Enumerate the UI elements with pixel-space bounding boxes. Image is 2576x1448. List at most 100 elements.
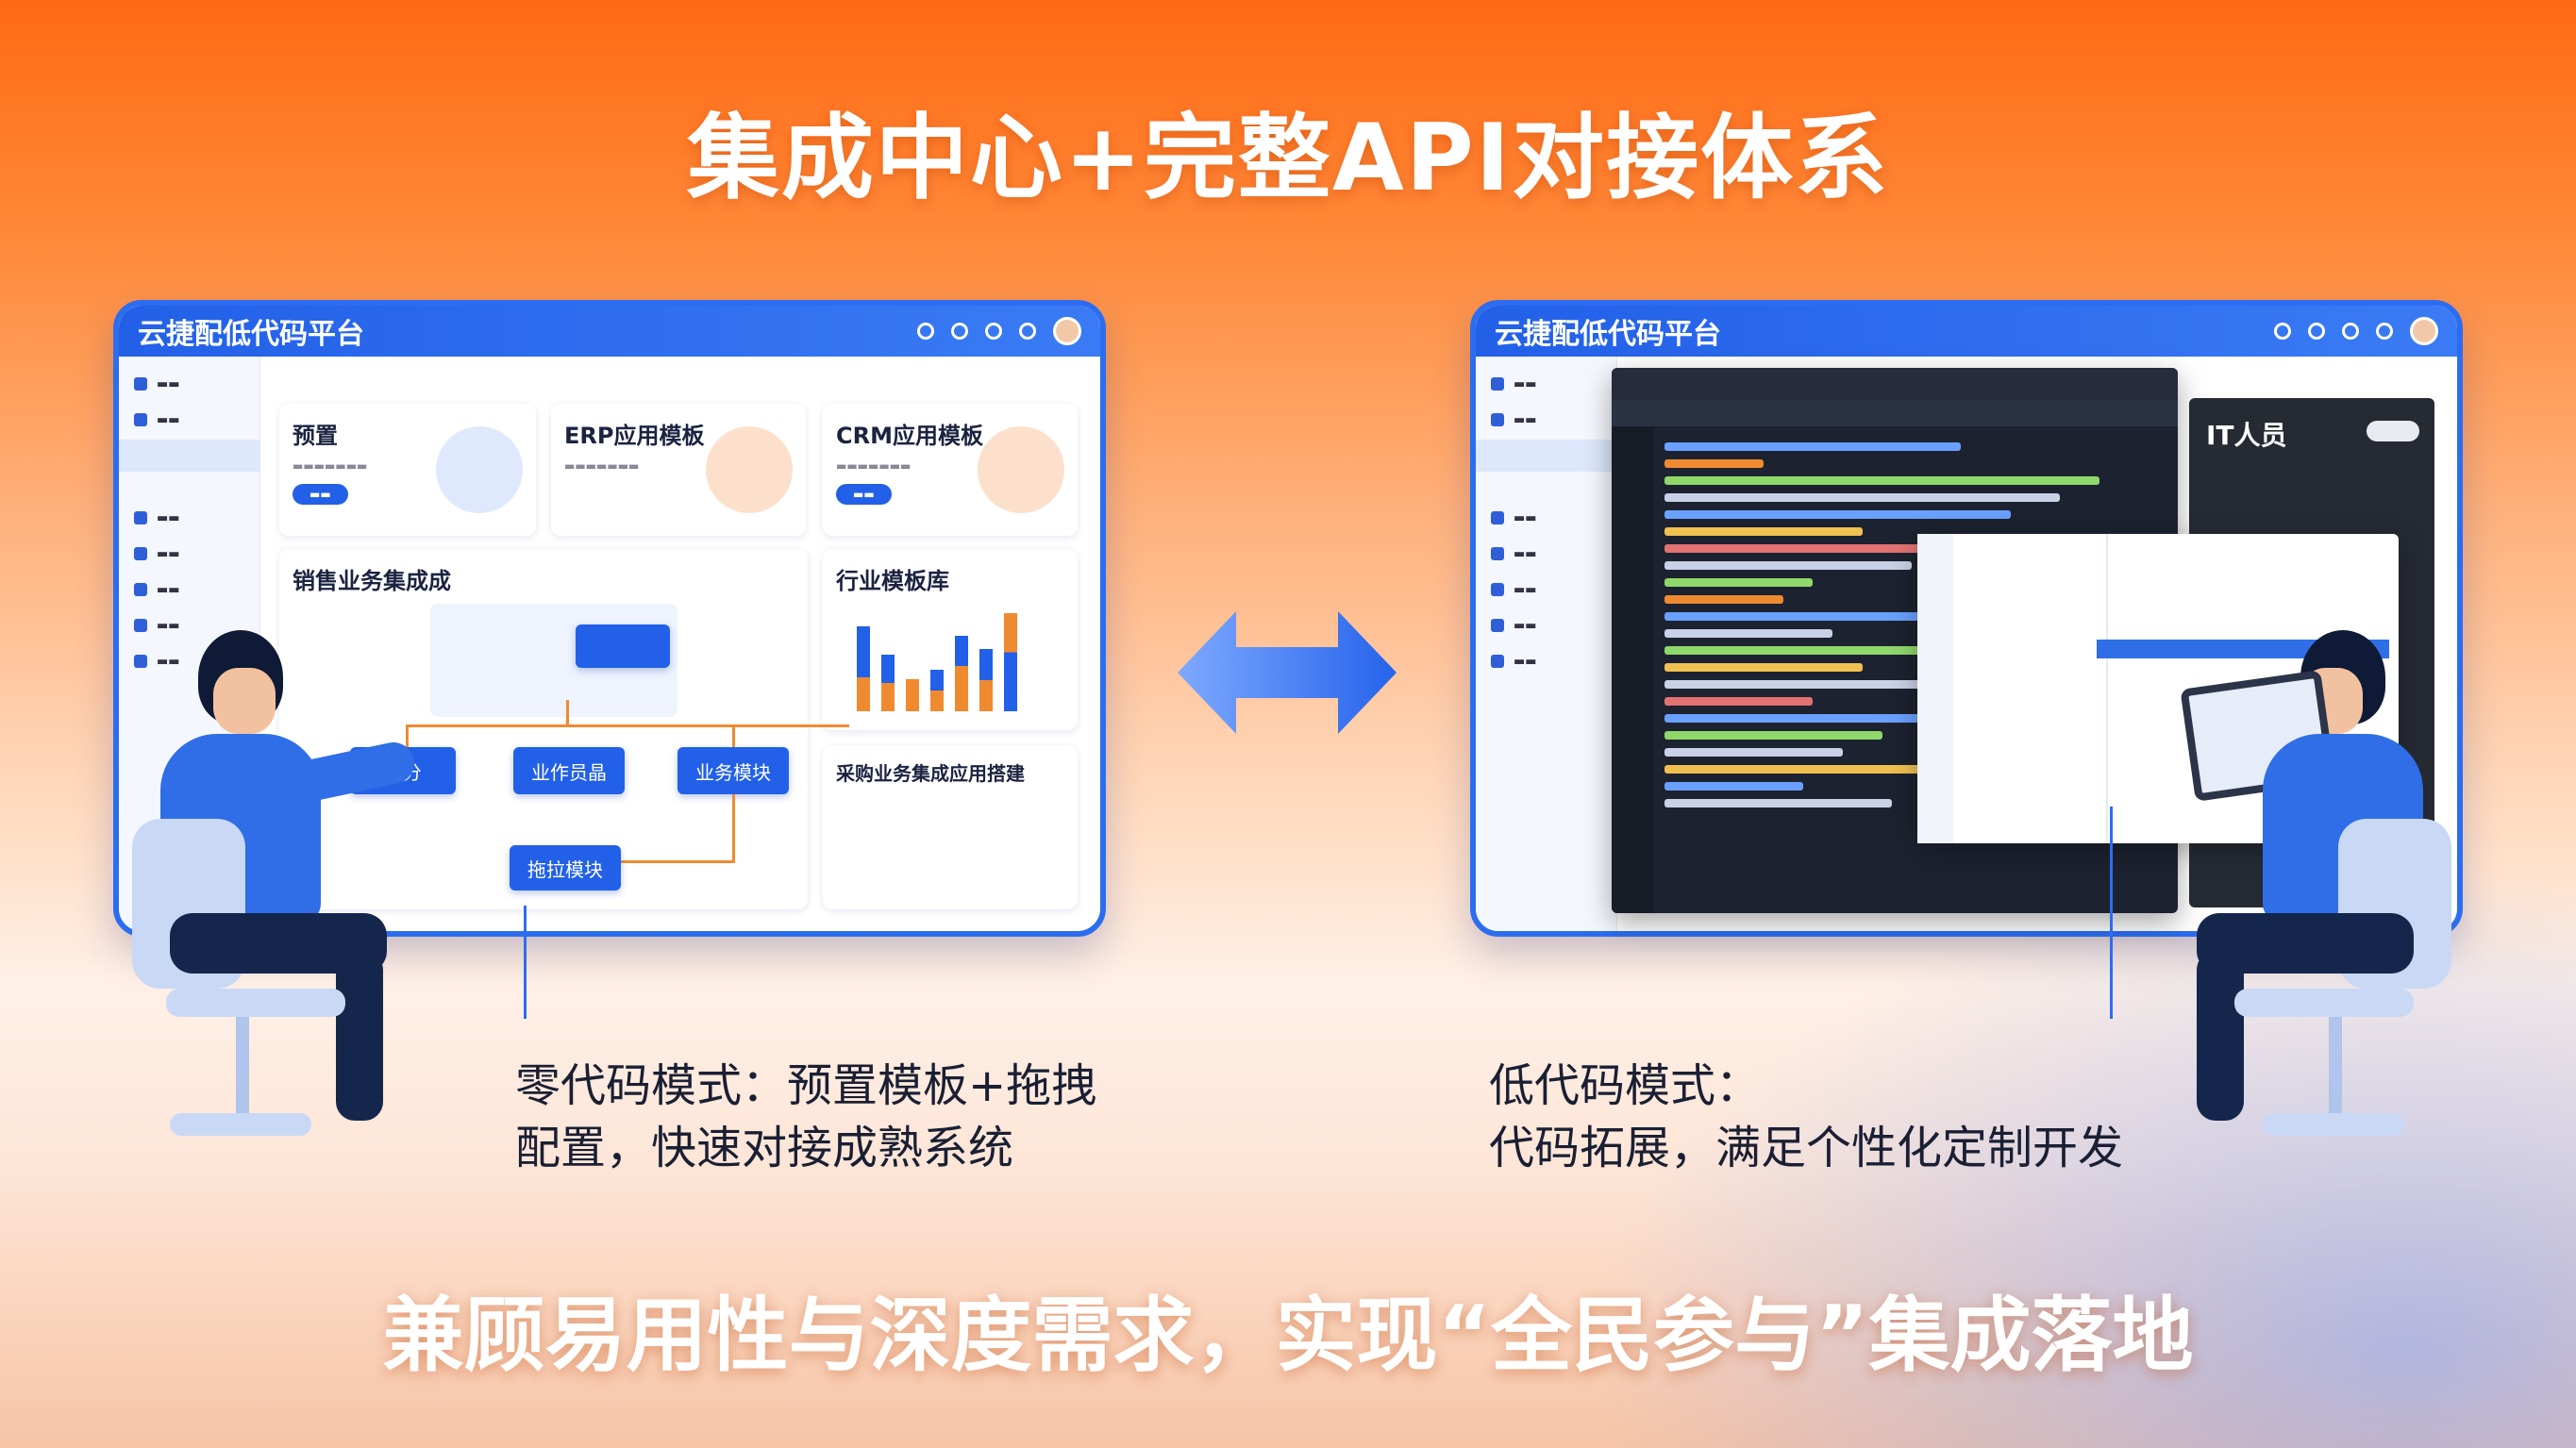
- sales-flow-title: 销售业务集成成: [293, 568, 451, 594]
- left-person-illustration: [132, 630, 418, 1158]
- right-caption-line2: 代码拓展，满足个性化定制开发: [1489, 1122, 2124, 1174]
- sidebar-item-7[interactable]: ▬▬: [1476, 645, 1616, 677]
- sidebar-subitem[interactable]: [1476, 475, 1616, 502]
- sidebar-item-4[interactable]: ▬▬: [119, 538, 259, 570]
- sidebar-item-2[interactable]: ▬▬: [1476, 404, 1616, 436]
- erp-card[interactable]: ERP应用模板 ▬▬▬▬▬▬▬: [551, 404, 806, 536]
- sidebar-item-5[interactable]: ▬▬: [119, 574, 259, 606]
- sidebar-item-active[interactable]: [119, 440, 259, 472]
- chart-bar: [857, 626, 870, 711]
- crm-card-title: CRM应用模板: [836, 423, 983, 449]
- chart-bar: [1004, 613, 1017, 711]
- flow-connector: [732, 724, 735, 747]
- flow-node-top[interactable]: [576, 624, 670, 668]
- flow-connector: [566, 700, 569, 726]
- preset-card[interactable]: 预置 ▬▬▬▬▬▬▬ ▬▬: [279, 404, 536, 536]
- bell-icon[interactable]: [951, 323, 968, 340]
- database-icon: [436, 426, 523, 513]
- chart-bar: [979, 649, 993, 711]
- erp-card-title: ERP应用模板: [564, 423, 705, 449]
- notification-icon[interactable]: [985, 323, 1002, 340]
- left-caption-line2: 配置，快速对接成熟系统: [515, 1122, 1014, 1174]
- right-caption-line1: 低代码模式：: [1489, 1059, 1762, 1112]
- menu-icon: [134, 655, 147, 668]
- sidebar-item-4[interactable]: ▬▬: [1476, 538, 1616, 570]
- drag-module-box[interactable]: 拖拉模块: [510, 845, 621, 890]
- home-icon[interactable]: [2274, 323, 2291, 340]
- chart-bar: [906, 679, 919, 711]
- flow-connector: [406, 724, 409, 747]
- right-caption: 低代码模式： 代码拓展，满足个性化定制开发: [1489, 1055, 2123, 1179]
- menu-icon: [134, 377, 147, 391]
- menu-icon: [1491, 377, 1504, 391]
- left-caption: 零代码模式：预置模板+拖拽 配置，快速对接成熟系统: [515, 1055, 1096, 1179]
- menu-icon: [134, 619, 147, 632]
- industry-bar-chart: [857, 598, 1055, 711]
- it-label: IT人员: [2206, 420, 2287, 451]
- menu-icon: [134, 547, 147, 560]
- toolbox-icon: [706, 426, 793, 513]
- code-lines: [1664, 434, 2159, 807]
- sidebar-item-3[interactable]: ▬▬: [119, 502, 259, 534]
- left-callout-line: [524, 906, 527, 1019]
- bell-icon[interactable]: [2308, 323, 2325, 340]
- bidirectional-arrow-icon: [1178, 611, 1397, 734]
- menu-icon: [1491, 413, 1504, 426]
- right-window-header: 云捷配低代码平台: [1476, 306, 2457, 357]
- settings-icon[interactable]: [1019, 323, 1036, 340]
- flow-connector: [732, 794, 735, 860]
- settings-icon[interactable]: [2376, 323, 2393, 340]
- flow-connector: [572, 860, 735, 863]
- sidebar-item-6[interactable]: ▬▬: [119, 609, 259, 641]
- home-icon[interactable]: [917, 323, 934, 340]
- sidebar-subitem[interactable]: [119, 475, 259, 502]
- page-title: 集成中心+完整API对接体系: [686, 105, 1890, 212]
- menu-icon: [1491, 583, 1504, 596]
- avatar[interactable]: [2410, 317, 2438, 345]
- sidebar-item-active[interactable]: [1476, 440, 1616, 472]
- menu-icon: [1491, 511, 1504, 524]
- menu-icon: [1491, 619, 1504, 632]
- editor-titlebar: [1612, 368, 2178, 400]
- notification-icon[interactable]: [2342, 323, 2359, 340]
- menu-icon: [134, 413, 147, 426]
- preset-card-title: 预置: [293, 423, 338, 449]
- purchase-card-title: 采购业务集成应用搭建: [836, 762, 1025, 785]
- erp-card-desc: ▬▬▬▬▬▬▬: [564, 459, 640, 473]
- left-caption-line1: 零代码模式：预置模板+拖拽: [515, 1059, 1097, 1112]
- crm-card[interactable]: CRM应用模板 ▬▬▬▬▬▬▬ ▬▬: [823, 404, 1078, 536]
- sidebar-item-3[interactable]: ▬▬: [1476, 502, 1616, 534]
- left-app-window: 云捷配低代码平台 ▬▬ ▬▬ ▬▬ ▬▬ ▬▬ ▬▬ ▬▬ 预置 ▬▬▬▬▬▬▬…: [113, 300, 1106, 937]
- menu-icon: [134, 511, 147, 524]
- crm-card-desc: ▬▬▬▬▬▬▬: [836, 459, 912, 473]
- right-callout-line: [2110, 807, 2113, 1019]
- flow-node-right[interactable]: 业务模块: [677, 747, 789, 794]
- chart-bar: [881, 655, 895, 711]
- avatar[interactable]: [1053, 317, 1081, 345]
- right-window-title: 云捷配低代码平台: [1495, 318, 1721, 351]
- industry-card: 行业模板库: [823, 549, 1078, 730]
- page-subtitle: 兼顾易用性与深度需求，实现“全民参与”集成落地: [382, 1289, 2194, 1383]
- sidebar-item-1[interactable]: ▬▬: [1476, 368, 1616, 400]
- sidebar-item-5[interactable]: ▬▬: [1476, 574, 1616, 606]
- preset-card-button[interactable]: ▬▬: [293, 484, 348, 505]
- menu-icon: [1491, 655, 1504, 668]
- editor-tabs[interactable]: [1612, 400, 2178, 426]
- sidebar-item-6[interactable]: ▬▬: [1476, 609, 1616, 641]
- sidebar-item-1[interactable]: ▬▬: [119, 368, 259, 400]
- crm-card-button[interactable]: ▬▬: [836, 484, 892, 505]
- document-icon: [978, 426, 1064, 513]
- left-window-title: 云捷配低代码平台: [138, 318, 364, 351]
- ide-toolbar: [1917, 534, 1953, 843]
- left-window-header: 云捷配低代码平台: [119, 306, 1100, 357]
- chart-bar: [930, 670, 944, 711]
- flow-connector: [406, 724, 849, 727]
- sidebar-item-2[interactable]: ▬▬: [119, 404, 259, 436]
- flow-node-mid[interactable]: 业作员晶: [513, 747, 625, 794]
- sidebar-item-7[interactable]: ▬▬: [119, 645, 259, 677]
- purchase-card: 采购业务集成应用搭建: [823, 745, 1078, 909]
- right-sidebar: ▬▬ ▬▬ ▬▬ ▬▬ ▬▬ ▬▬ ▬▬: [1476, 357, 1617, 931]
- chart-bar: [955, 636, 968, 711]
- preset-card-desc: ▬▬▬▬▬▬▬: [293, 459, 368, 473]
- it-toggle-button[interactable]: [2367, 421, 2419, 441]
